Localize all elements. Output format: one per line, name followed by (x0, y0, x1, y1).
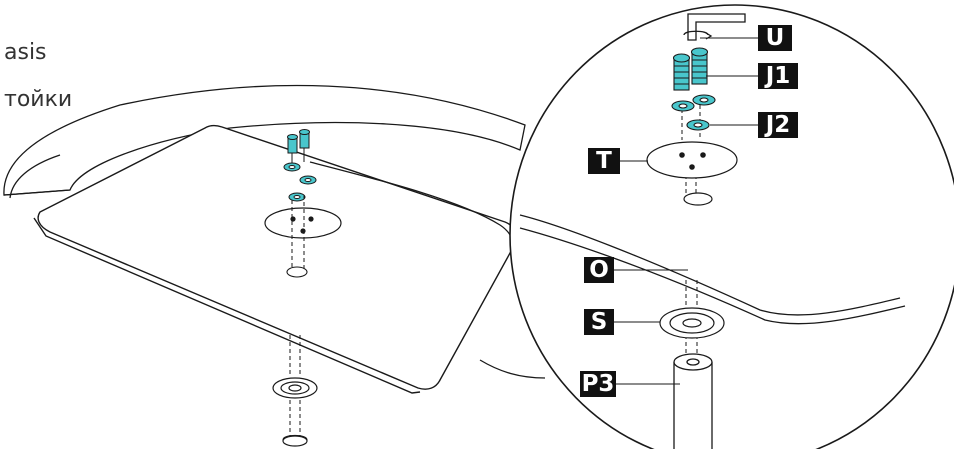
callout-p3: P3 (580, 371, 616, 397)
lower-ring (272, 377, 318, 447)
callout-o: O (584, 257, 614, 283)
alignment-lines (289, 195, 305, 440)
zoom-detail (509, 4, 954, 453)
washers-j2 (671, 94, 716, 131)
mount-disc (264, 207, 342, 239)
screws-j1 (672, 47, 709, 91)
callout-t: T (588, 148, 620, 174)
stand-plate (33, 124, 517, 394)
callout-j2: J2 (758, 112, 798, 138)
ring-s (659, 307, 725, 339)
disc-t (646, 141, 738, 206)
caption-line-2: тойки (4, 87, 73, 112)
monitor-base-shell (3, 84, 546, 379)
small-screws (283, 129, 317, 202)
callout-j1: J1 (758, 63, 798, 89)
plate-hole (286, 266, 308, 278)
callout-s: S (584, 309, 614, 335)
callout-u: U (758, 25, 792, 51)
post-p3 (673, 353, 713, 449)
caption-line-1: asis (4, 40, 47, 65)
